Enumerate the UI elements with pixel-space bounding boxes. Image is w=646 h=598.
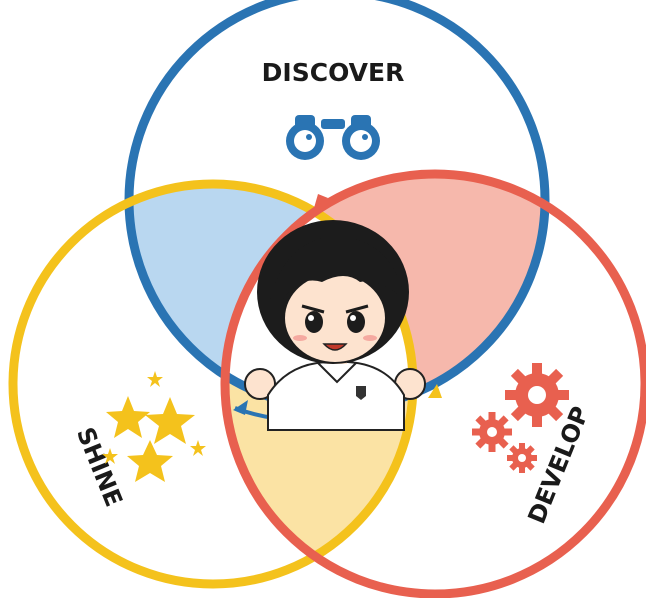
shine-label: SHINE [71, 423, 128, 510]
stars-icon [102, 371, 206, 482]
arrow-head-blue [233, 400, 248, 415]
binoculars-icon [286, 115, 380, 160]
develop-circle [220, 169, 646, 598]
gears-icon [472, 363, 569, 473]
arrow-head-yellow [428, 384, 442, 398]
arrow-head-red [314, 194, 328, 208]
discover-label: DISCOVER [262, 58, 405, 87]
student-mascot-icon [244, 220, 426, 431]
